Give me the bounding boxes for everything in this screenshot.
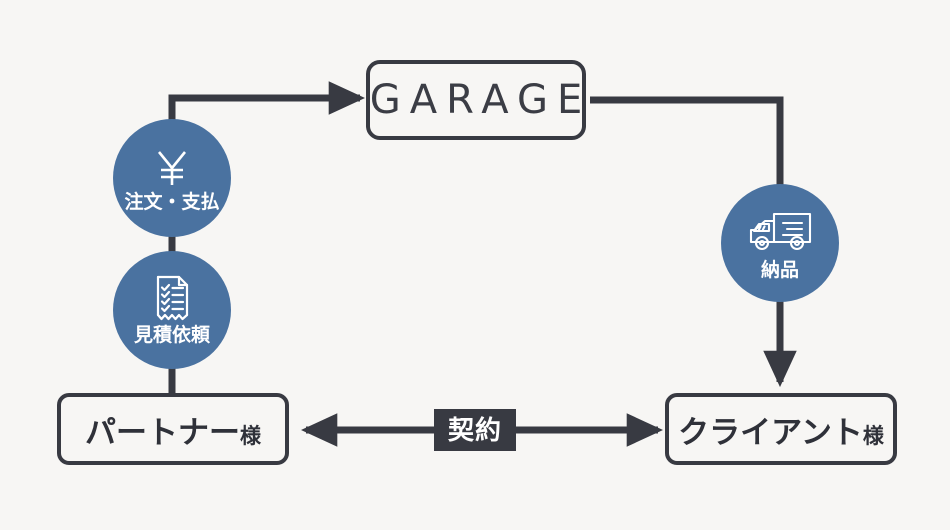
garage-hub-box[interactable]: GARAGE: [366, 60, 586, 140]
garage-logo-text: GARAGE: [369, 77, 592, 123]
node-payment-label: 注文・支払: [124, 191, 220, 213]
node-delivery[interactable]: 納品: [721, 184, 839, 302]
actor-box-client[interactable]: クライアント様: [665, 393, 897, 465]
actor-partner-name: パートナー: [85, 414, 240, 450]
checklist-document-icon: [151, 275, 193, 323]
actor-partner-suffix: 様: [240, 424, 261, 448]
contract-chip: 契約: [434, 409, 516, 451]
yen-icon: [150, 145, 194, 189]
flow-garage-to-delivery: [590, 96, 784, 198]
node-quote-label: 見積依頼: [133, 325, 210, 346]
actor-client-name: クライアント: [678, 414, 863, 450]
actor-partner-label-group: パートナー様: [85, 407, 261, 452]
delivery-truck-icon: [747, 207, 813, 257]
actor-box-partner[interactable]: パートナー様: [57, 393, 289, 465]
node-quote[interactable]: 見積依頼: [113, 251, 231, 369]
node-delivery-label: 納品: [760, 259, 799, 281]
node-payment[interactable]: 注文・支払: [113, 119, 231, 237]
contract-chip-label: 契約: [447, 415, 502, 445]
actor-client-label-group: クライアント様: [678, 407, 884, 452]
actor-client-suffix: 様: [862, 424, 884, 448]
